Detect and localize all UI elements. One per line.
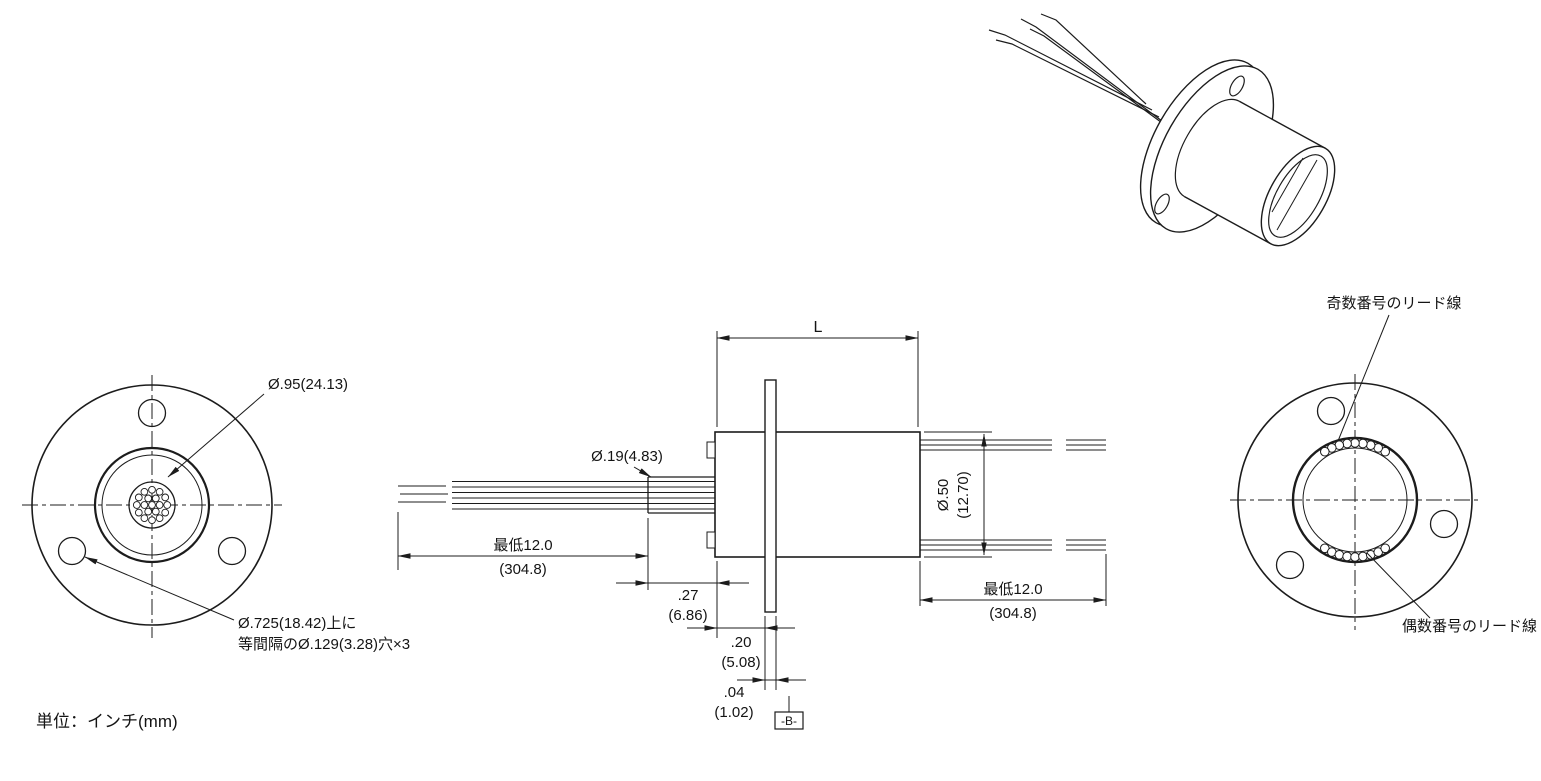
odd-leads-label: 奇数番号のリード線: [1326, 295, 1461, 312]
datum-label: -B-: [781, 714, 797, 728]
wire-bundle-dots: [132, 485, 172, 525]
leader-even-leads: [1366, 552, 1431, 619]
holes-note-line1: Ø.725(18.42)上に: [238, 615, 356, 632]
iso-bore-slot-line1: [1276, 159, 1318, 231]
housing-ring-inner: [101, 454, 203, 556]
leader-housing-dia: [167, 393, 265, 478]
mount-hole-right: [1429, 509, 1459, 539]
side-view: L Ø.19(4.83) 最低12.0 (304.8) .27 (6.86): [397, 319, 1107, 730]
mount-hole-bottom-right: [217, 536, 247, 566]
body-detail-bottom: [706, 531, 716, 549]
dimension-min-length-right: 最低12.0 (304.8): [919, 554, 1107, 622]
wire-exit-boss: [647, 476, 715, 514]
d27-mm: (6.86): [668, 607, 707, 624]
housing-ring-outer: [93, 446, 211, 564]
min-left-value: 最低12.0: [493, 537, 552, 554]
min-right-mm: (304.8): [989, 605, 1037, 622]
dimension-wire-dia: Ø.19(4.83): [591, 448, 663, 478]
d27-value: .27: [678, 587, 699, 604]
iso-body-end: [1260, 145, 1336, 247]
d20-value: .20: [731, 634, 752, 651]
mount-hole-top: [137, 398, 167, 428]
datum-flag: -B-: [774, 696, 804, 730]
min-right-value: 最低12.0: [983, 581, 1042, 598]
dimension-length-L: L: [716, 319, 919, 427]
front-view-left: Ø.95(24.13) Ø.725(18.42)上に 等間隔のØ.129(3.2…: [22, 375, 410, 653]
mount-hole-bottom-left: [57, 536, 87, 566]
lead-wire-stubs-left: [398, 485, 448, 503]
even-leads-label: 偶数番号のリード線: [1402, 618, 1537, 635]
iso-bore: [1268, 154, 1328, 238]
flange-outline: [1237, 382, 1473, 618]
leads-right-bottom: [920, 539, 1106, 551]
iso-bore-slot-line2: [1271, 157, 1304, 213]
min-left-mm: (304.8): [499, 561, 547, 578]
dimension-boss-length: .27 (6.86): [616, 561, 749, 638]
holes-note-line2: 等間隔のØ.129(3.28)穴×3: [238, 635, 410, 653]
dimension-flange-thickness: .04 (1.02): [714, 616, 806, 721]
dimension-min-length-left: 最低12.0 (304.8): [397, 512, 649, 590]
mount-hole-top: [1316, 396, 1346, 426]
mount-hole-left: [1275, 550, 1305, 580]
capsule-body: [714, 431, 921, 558]
iso-body-top-edge: [1239, 100, 1326, 150]
flange-outline: [31, 384, 273, 626]
units-note: 単位：インチ(mm): [36, 712, 178, 731]
wire-bundle-boundary: [128, 481, 176, 529]
leader-odd-leads: [1337, 314, 1390, 442]
bore-ring-outer: [1291, 436, 1419, 564]
leader-holes-note: [84, 556, 235, 621]
body-detail-top: [706, 441, 716, 459]
body-dia-value: Ø.50: [935, 479, 952, 512]
iso-flange-hole-bottom: [1154, 193, 1170, 215]
dimension-body-dia: Ø.50 (12.70): [924, 431, 992, 558]
bore-ring-inner: [1302, 447, 1408, 553]
wire-dia-label: Ø.19(4.83): [591, 448, 663, 465]
flange-side: [764, 379, 777, 613]
housing-dia-label: Ø.95(24.13): [268, 376, 348, 393]
d20-mm: (5.08): [721, 654, 760, 671]
body-dia-mm: (12.70): [955, 471, 972, 519]
d04-value: .04: [724, 684, 745, 701]
isometric-view: [988, 13, 1336, 247]
length-label: L: [814, 319, 823, 336]
iso-flange-hole-top: [1229, 75, 1245, 97]
iso-body-bottom-edge: [1184, 195, 1271, 245]
iso-lead-wires: [988, 13, 1174, 132]
front-view-right: 奇数番号のリード線 偶数番号のリード線: [1230, 295, 1537, 635]
d04-mm: (1.02): [714, 704, 753, 721]
dimension-body-to-flange: .20 (5.08): [687, 616, 795, 690]
lead-wire-bundle: [452, 481, 715, 510]
leads-right-top: [920, 439, 1106, 451]
even-lead-dots: [1320, 543, 1390, 562]
odd-lead-dots: [1320, 438, 1390, 457]
